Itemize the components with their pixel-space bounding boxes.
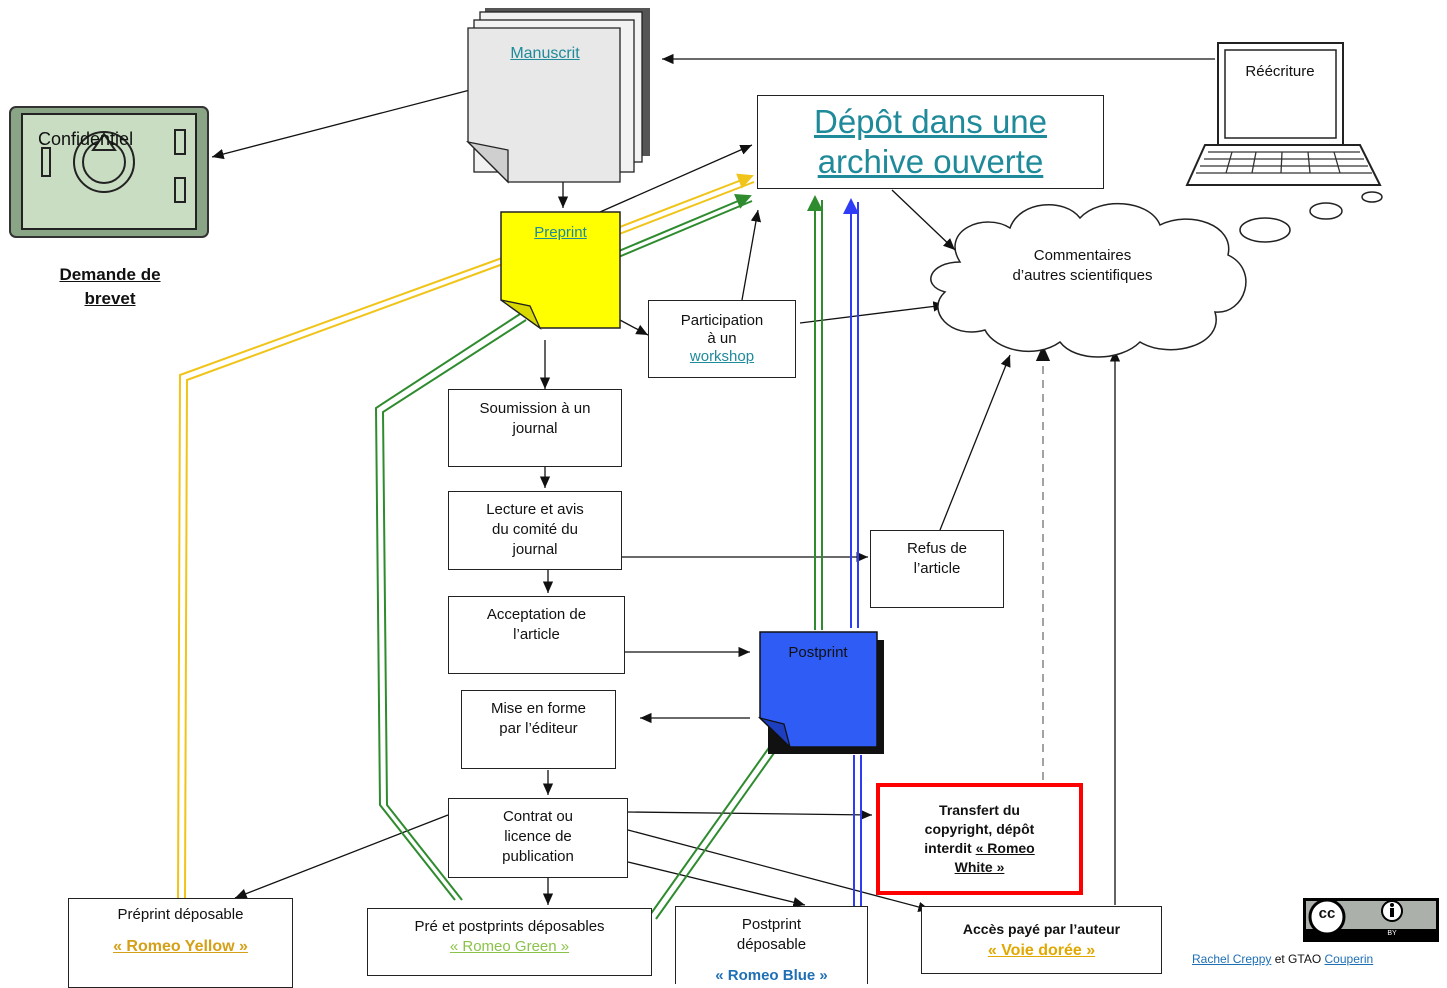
- arrow-workshop-cloud: [799, 301, 946, 324]
- arrow-depot-cloud: [891, 189, 956, 251]
- romeo-green-link[interactable]: « Romeo Green »: [449, 938, 570, 955]
- safe-icon: [9, 106, 209, 238]
- arrow-contrat-transfert: [627, 809, 873, 821]
- arrow-workshop-depot: [741, 209, 762, 301]
- green-path: [374, 194, 823, 920]
- cc-by-badge: [1303, 898, 1439, 942]
- manuscrit-stack: [466, 8, 650, 184]
- thought-bubble-medium: [1309, 202, 1343, 220]
- romeo-blue-label[interactable]: « Romeo Blue »: [715, 967, 828, 984]
- arrow-preprint-depot: [599, 144, 753, 213]
- credit-line: Rachel Creppy et GTAO Couperin: [1192, 952, 1374, 966]
- thought-bubble-small: [1361, 191, 1383, 203]
- arrow-refus-cloud: [939, 354, 1011, 531]
- depot-title-line2[interactable]: archive ouverte: [817, 143, 1044, 180]
- voie-doree-box: Accès payé par l’auteur « Voie dorée »: [921, 906, 1162, 974]
- yellow-path: [177, 173, 755, 899]
- cloud-shape: [930, 202, 1247, 358]
- voie-doree-link[interactable]: « Voie dorée »: [987, 942, 1096, 959]
- arrow-manuscrit-brevet: [211, 89, 471, 160]
- romeo-yellow-link[interactable]: « Romeo Yellow »: [113, 938, 248, 955]
- postprint-label: Postprint: [788, 644, 848, 661]
- laptop-icon: [1185, 42, 1382, 186]
- depot-archive-box: Dépôt dans une archive ouverte: [757, 95, 1104, 189]
- thought-bubble-large: [1239, 217, 1291, 243]
- reecriture-label: Réécriture: [1245, 63, 1315, 80]
- arrow-contrat-blue: [627, 861, 806, 908]
- preprint-note: [500, 211, 621, 330]
- arrow-contrat-yellow: [234, 814, 449, 899]
- blue-path: [843, 198, 862, 910]
- arrow-contrat-gold: [627, 829, 931, 913]
- workshop-link[interactable]: workshop: [689, 348, 755, 365]
- romeo-blue-box: Postprint déposable: [675, 906, 868, 984]
- manuscrit-label[interactable]: Manuscrit: [510, 45, 580, 62]
- credit-author-link[interactable]: Rachel Creppy: [1192, 952, 1272, 966]
- safe-label: Confidentiel: [38, 129, 134, 149]
- romeo-yellow-box: Préprint déposable « Romeo Yellow »: [68, 898, 293, 988]
- credit-org-link[interactable]: Couperin: [1324, 952, 1374, 966]
- preprint-label[interactable]: Preprint: [534, 224, 587, 241]
- depot-title-line1[interactable]: Dépôt dans une: [813, 103, 1047, 140]
- by-text: BY: [1387, 930, 1397, 937]
- cc-text: cc: [1318, 905, 1336, 922]
- romeo-green-box: Pré et postprints déposables « Romeo Gre…: [367, 908, 652, 976]
- postprint-note: [757, 631, 884, 754]
